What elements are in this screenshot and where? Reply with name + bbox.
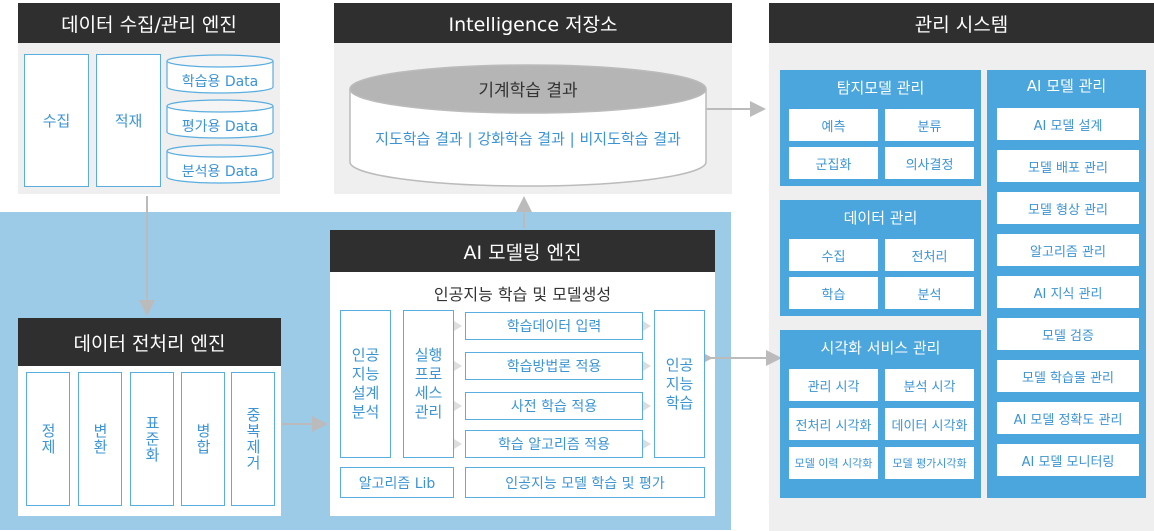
storage-title: Intelligence 저장소 [334, 3, 732, 43]
modeling-learn-label: 인공지능학습 [665, 355, 694, 412]
data-mgmt-item-analysis: 분석 [885, 277, 974, 309]
preprocess-item-cleanse: 정제 [26, 372, 70, 506]
ai-item-knowledge: AI 지식 관리 [997, 276, 1139, 308]
ai-item-validate: 모델 검증 [997, 318, 1139, 350]
ai-item-config: 모델 형상 관리 [997, 192, 1139, 224]
modeling-subtitle: 인공지능 학습 및 모델생성 [433, 285, 612, 304]
dataset-analysis-label: 분석용 Data [181, 164, 259, 180]
modeling-process-box: 실행프로세스관리 [403, 310, 454, 458]
dataset-eval-label: 평가용 Data [181, 119, 259, 135]
modeling-step-method: 학습방법론 적용 [465, 352, 643, 380]
preprocess-title: 데이터 전처리 엔진 [18, 318, 281, 366]
data-mgmt-item-learn: 학습 [789, 277, 878, 309]
preprocess-item-standardize: 표준화 [130, 372, 174, 506]
modeling-learn-box: 인공지능학습 [654, 310, 705, 458]
ai-model-panel-title: AI 모델 관리 [1026, 76, 1107, 95]
modeling-step-input: 학습데이터 입력 [465, 312, 643, 340]
load-box: 적재 [96, 54, 161, 187]
viz-item-preprocess: 전처리 시각화 [789, 408, 878, 440]
modeling-design-label: 인공지능설계분석 [351, 346, 380, 421]
viz-item-data: 데이터 시각화 [885, 408, 974, 440]
data-mgmt-item-collect: 수집 [789, 239, 878, 271]
modeling-step-pretrain: 사전 학습 적용 [465, 392, 643, 420]
data-mgmt-panel-title: 데이터 관리 [843, 208, 918, 227]
collect-box: 수집 [24, 54, 89, 187]
modeling-eval-box: 인공지능 모델 학습 및 평가 [465, 467, 705, 498]
ai-item-algorithm: 알고리즘 관리 [997, 234, 1139, 266]
ai-item-deploy: 모델 배포 관리 [997, 150, 1139, 182]
modeling-step-algorithm: 학습 알고리즘 적용 [465, 430, 643, 458]
preprocess-item-dedupe: 중복제거 [231, 372, 275, 506]
data-mgmt-item-preprocess: 전처리 [885, 239, 974, 271]
viz-item-history: 모델 이력 시각화 [789, 447, 878, 479]
detect-item-decision: 의사결정 [885, 147, 974, 179]
storage-cylinder-top-label: 기계학습 결과 [478, 80, 578, 101]
modeling-lib-box: 알고리즘 Lib [340, 467, 454, 498]
ai-item-artifacts: 모델 학습물 관리 [997, 360, 1139, 392]
viz-item-manage: 관리 시각 [789, 369, 878, 401]
ai-item-monitoring: AI 모델 모니터링 [997, 444, 1139, 476]
modeling-design-box: 인공지능설계분석 [340, 310, 391, 458]
detect-item-predict: 예측 [789, 109, 878, 141]
management-title: 관리 시스템 [769, 3, 1154, 43]
ai-item-accuracy: AI 모델 정확도 관리 [997, 402, 1139, 434]
preprocess-item-merge: 병합 [181, 372, 225, 506]
viz-panel-title: 시각화 서비스 관리 [820, 338, 941, 357]
dataset-train-label: 학습용 Data [181, 74, 259, 90]
detect-item-classify: 분류 [885, 109, 974, 141]
modeling-title: AI 모델링 엔진 [330, 230, 715, 272]
detect-panel-title: 탐지모델 관리 [836, 78, 925, 97]
modeling-process-label: 실행프로세스관리 [414, 346, 443, 421]
ai-item-design: AI 모델 설계 [997, 108, 1139, 140]
viz-item-eval: 모델 평가시각화 [885, 447, 974, 479]
detect-item-cluster: 군집화 [789, 147, 878, 179]
storage-cylinder-body-label: 지도학습 결과 | 강화학습 결과 | 비지도학습 결과 [375, 129, 681, 148]
viz-item-analysis: 분석 시각 [885, 369, 974, 401]
preprocess-item-transform: 변환 [78, 372, 122, 506]
collect-engine-title: 데이터 수집/관리 엔진 [18, 3, 280, 43]
